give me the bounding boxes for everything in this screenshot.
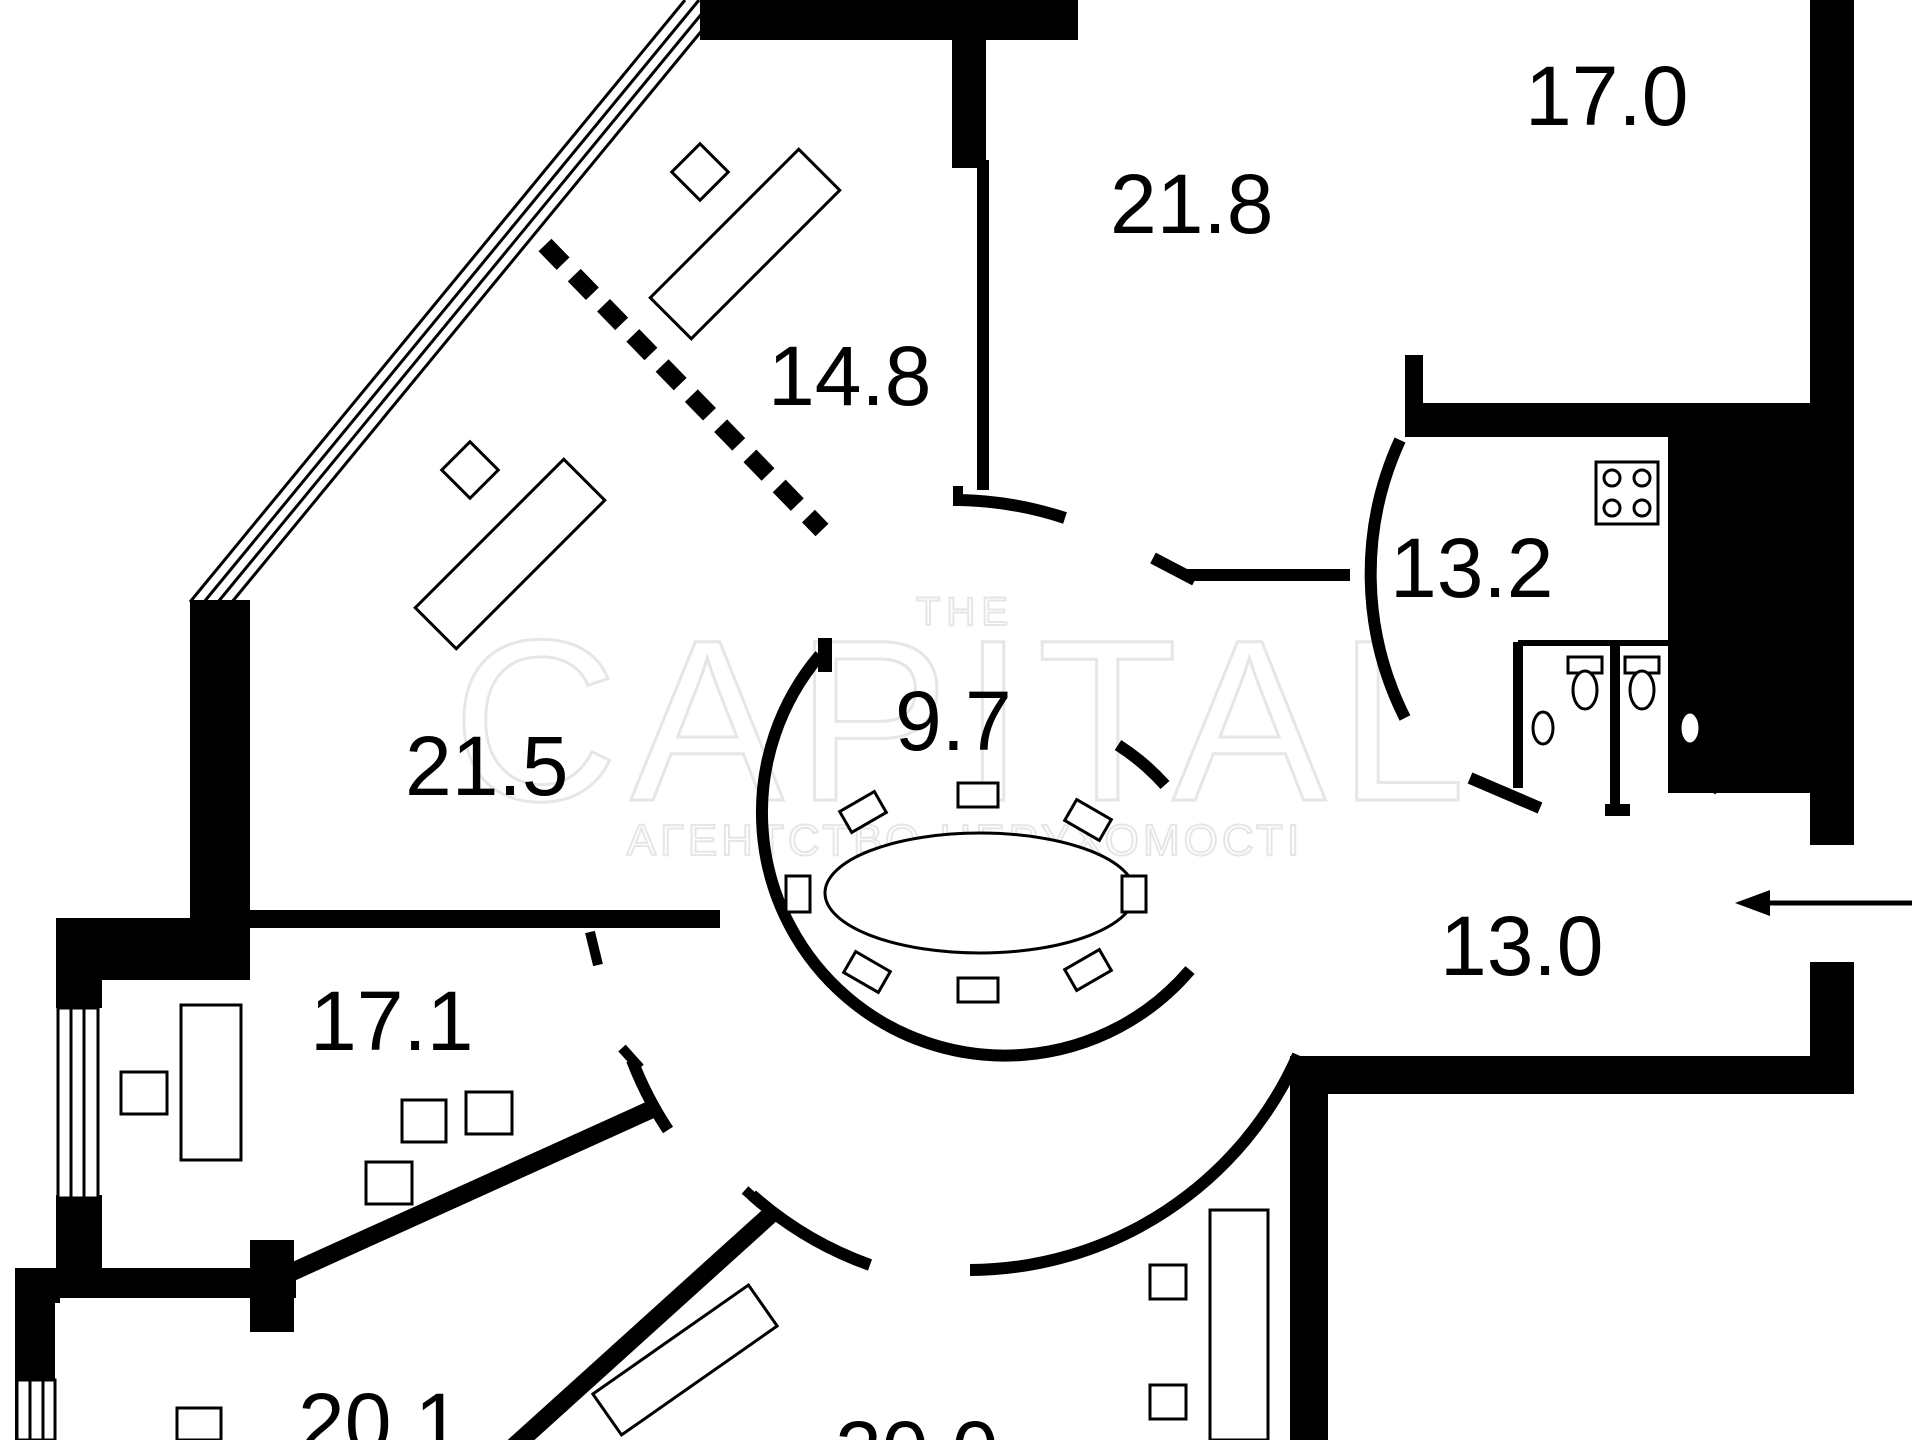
room-area-21-8: 21.8 xyxy=(1110,157,1274,251)
wall-top-stub xyxy=(952,30,986,168)
watermark-top: THE xyxy=(916,590,1014,634)
chair xyxy=(175,1406,223,1440)
room-area-17-1: 17.1 xyxy=(310,974,474,1068)
room-area-14-8: 14.8 xyxy=(768,329,932,423)
desk xyxy=(1208,1208,1270,1440)
chair xyxy=(1062,947,1114,993)
arc-lower-left xyxy=(748,1190,873,1271)
entrance-arrow-icon xyxy=(1735,890,1912,916)
room-area-17-0: 17.0 xyxy=(1525,49,1689,143)
chair xyxy=(837,789,889,835)
room-area-9-7: 9.7 xyxy=(895,674,1012,768)
door-stop-left xyxy=(618,1044,644,1072)
round-room xyxy=(618,437,1721,1276)
arc-top xyxy=(959,494,1067,524)
wall-kitchen-angle xyxy=(1150,552,1198,586)
fixtures xyxy=(1531,460,1702,746)
room-area-13-2: 13.2 xyxy=(1390,521,1554,615)
chair xyxy=(364,1160,414,1206)
wall-20-1-diagonal xyxy=(507,1208,777,1440)
door-stop-kitchen xyxy=(1467,772,1543,814)
chair xyxy=(784,874,812,914)
chair xyxy=(1148,1383,1188,1421)
meeting-room-wall-right xyxy=(1114,739,1170,790)
meeting-room-wall xyxy=(756,651,1195,1062)
room-area-21-5: 21.5 xyxy=(405,719,569,813)
wall-21-5-bottom xyxy=(250,910,720,928)
meeting-table xyxy=(784,781,1148,1004)
chair xyxy=(1062,797,1114,843)
chair xyxy=(400,1098,448,1144)
window-diagonal xyxy=(188,0,729,604)
wall-left-outer xyxy=(56,918,102,1008)
wall-left-pier xyxy=(190,600,250,930)
door-stop-left-lower xyxy=(741,1186,766,1209)
wall-17-1-stub xyxy=(585,930,603,967)
chair xyxy=(119,1070,169,1116)
sink-icon xyxy=(1531,710,1702,746)
walls xyxy=(15,0,1854,1440)
chair xyxy=(464,1090,514,1136)
chair xyxy=(1148,1263,1188,1301)
chair xyxy=(956,976,1000,1004)
arc-lower-right xyxy=(969,1052,1304,1276)
chair xyxy=(956,781,1000,809)
room-area-20-0: 20.0 xyxy=(835,1404,999,1440)
conference-table xyxy=(823,831,1137,955)
window-left xyxy=(15,1006,100,1440)
chair xyxy=(669,141,731,203)
room-labels: 17.0 21.8 14.8 13.2 9.7 21.5 13.0 17.1 2… xyxy=(298,49,1689,1440)
chair xyxy=(439,439,501,501)
wall-top-block xyxy=(700,0,1078,40)
wall-left-outer-lower xyxy=(56,1195,102,1275)
room-area-20-1: 20.1 xyxy=(298,1376,462,1440)
desk xyxy=(590,1282,780,1438)
stove-icon xyxy=(1594,460,1660,526)
sliding-partition xyxy=(538,238,829,537)
arc-kitchen xyxy=(1364,437,1411,721)
wall-divider-14-21 xyxy=(977,160,989,490)
desk xyxy=(179,1003,243,1162)
wall-bottom-right-vertical xyxy=(1290,1056,1328,1440)
desk xyxy=(413,457,607,651)
thin-walls xyxy=(266,552,1708,1440)
toilet-icon xyxy=(1566,655,1661,711)
office-furniture xyxy=(119,141,1270,1440)
chair xyxy=(841,949,893,995)
door-stop-wc2 xyxy=(1697,775,1721,795)
chair xyxy=(1120,874,1148,914)
wall-17-1-diagonal xyxy=(266,1101,654,1291)
wall-kitchen-stub xyxy=(1405,355,1423,415)
wall-bottom-right xyxy=(1290,1056,1854,1094)
room-area-13-0: 13.0 xyxy=(1440,899,1604,993)
desk xyxy=(648,147,842,341)
